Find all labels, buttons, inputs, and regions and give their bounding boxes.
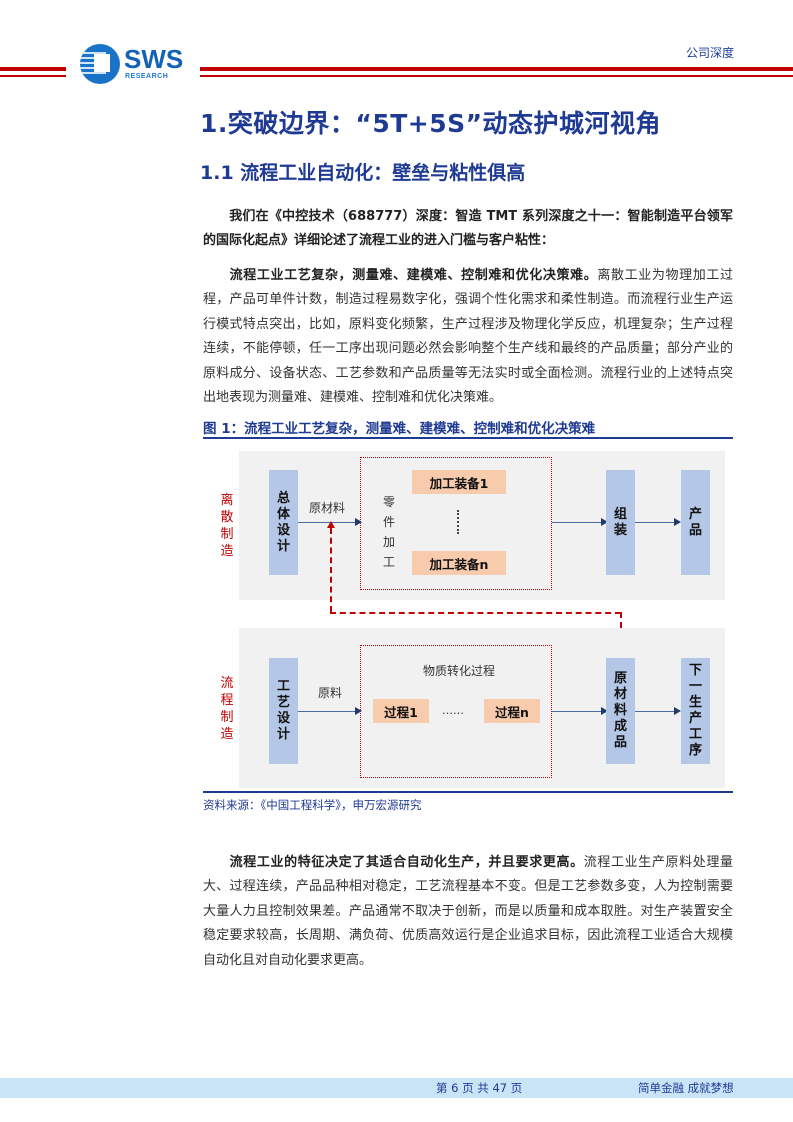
- vertical-ellipsis-icon: [457, 510, 461, 534]
- process-side-label: 流程制造: [220, 676, 234, 742]
- product-box: 产品: [681, 470, 710, 575]
- material-transformation-frame: [360, 645, 552, 778]
- discrete-side-label: 离散制造: [220, 493, 234, 559]
- material-transformation-label: 物质转化过程: [423, 664, 496, 678]
- arrow-line: [552, 522, 607, 523]
- arrow-head-icon: [355, 707, 362, 715]
- figure-rule-bottom: [203, 791, 733, 793]
- body-paragraph-1: 流程工业工艺复杂，测量难、建模难、控制难和优化决策难。离散工业为物理加工过程，产…: [203, 264, 733, 410]
- arrow-line: [635, 522, 679, 523]
- intro-paragraph: 我们在《中控技术（688777）深度：智造 TMT 系列深度之十一：智能制造平台…: [203, 205, 733, 254]
- arrow-line: [552, 711, 607, 712]
- figure-rule-top: [203, 437, 733, 439]
- arrow-head-icon: [355, 518, 362, 526]
- footer-slogan: 简单金融 成就梦想: [638, 1081, 734, 1095]
- subsection-heading: 1.1 流程工业自动化：壁垒与粘性俱高: [200, 162, 526, 184]
- assembly-box: 组装: [606, 470, 635, 575]
- process-step-first: 过程1: [373, 699, 429, 723]
- process-manufacturing-panel: [239, 628, 725, 788]
- header-rule-right-thin: [200, 75, 793, 77]
- footer-bar: [0, 1078, 793, 1098]
- arrow-head-icon: [601, 707, 608, 715]
- paragraph-lead: 流程工业工艺复杂，测量难、建模难、控制难和优化决策难。: [229, 268, 598, 283]
- next-process-box: 下一生产工序: [681, 658, 710, 764]
- arrow-head-icon: [674, 707, 681, 715]
- header-rule-right-thick: [200, 67, 793, 71]
- overall-design-box: 总体设计: [269, 470, 298, 575]
- red-dashed-connector-left: [330, 528, 332, 612]
- paragraph-body: 离散工业为物理加工过程，产品可单件计数，制造过程易数字化，强调个性化需求和柔性制…: [203, 268, 733, 406]
- page-indicator: 第 6 页 共 47 页: [436, 1081, 523, 1095]
- finished-material-box: 原材料成品: [606, 658, 635, 764]
- process-ellipsis: ……: [442, 704, 464, 717]
- arrow-head-icon: [601, 518, 608, 526]
- arrow-line: [298, 711, 356, 712]
- process-step-last: 过程n: [484, 699, 540, 723]
- equipment-box-last: 加工装备n: [412, 551, 506, 575]
- red-dashed-connector-horizontal: [330, 612, 621, 614]
- header-rule-left-thin: [0, 75, 66, 77]
- report-type-label: 公司深度: [686, 46, 735, 60]
- parts-processing-frame: [360, 457, 552, 590]
- red-triangle-icon: [327, 521, 335, 528]
- parts-processing-label: 零件加工: [382, 495, 395, 569]
- figure-source: 资料来源：《中国工程科学》，申万宏源研究: [203, 798, 422, 812]
- logo-text: SWS: [124, 44, 184, 74]
- logo-subtext: RESEARCH: [125, 73, 169, 80]
- intro-text: 我们在《中控技术（688777）深度：智造 TMT 系列深度之十一：智能制造平台…: [203, 209, 733, 249]
- raw-material-label: 原材料: [309, 501, 346, 515]
- arrow-head-icon: [674, 518, 681, 526]
- raw-input-label: 原料: [318, 686, 343, 700]
- body-paragraph-2: 流程工业的特征决定了其适合自动化生产，并且要求更高。流程工业生产原料处理量大、过…: [203, 851, 733, 973]
- paragraph-body: 流程工业生产原料处理量大、过程连续，产品品种相对稳定，工艺流程基本不变。但是工艺…: [203, 855, 733, 968]
- process-design-box: 工艺设计: [269, 658, 298, 764]
- sws-logo: SWS RESEARCH: [80, 44, 190, 88]
- section-heading: 1.突破边界：“5T+5S”动态护城河视角: [200, 109, 662, 138]
- figure-title: 图 1：流程工业工艺复杂，测量难、建模难、控制难和优化决策难: [203, 421, 596, 437]
- equipment-box-first: 加工装备1: [412, 470, 506, 494]
- paragraph-lead: 流程工业的特征决定了其适合自动化生产，并且要求更高。: [229, 855, 584, 870]
- sws-logo-icon: [80, 44, 120, 84]
- arrow-line: [635, 711, 679, 712]
- header-rule-left-thick: [0, 67, 66, 71]
